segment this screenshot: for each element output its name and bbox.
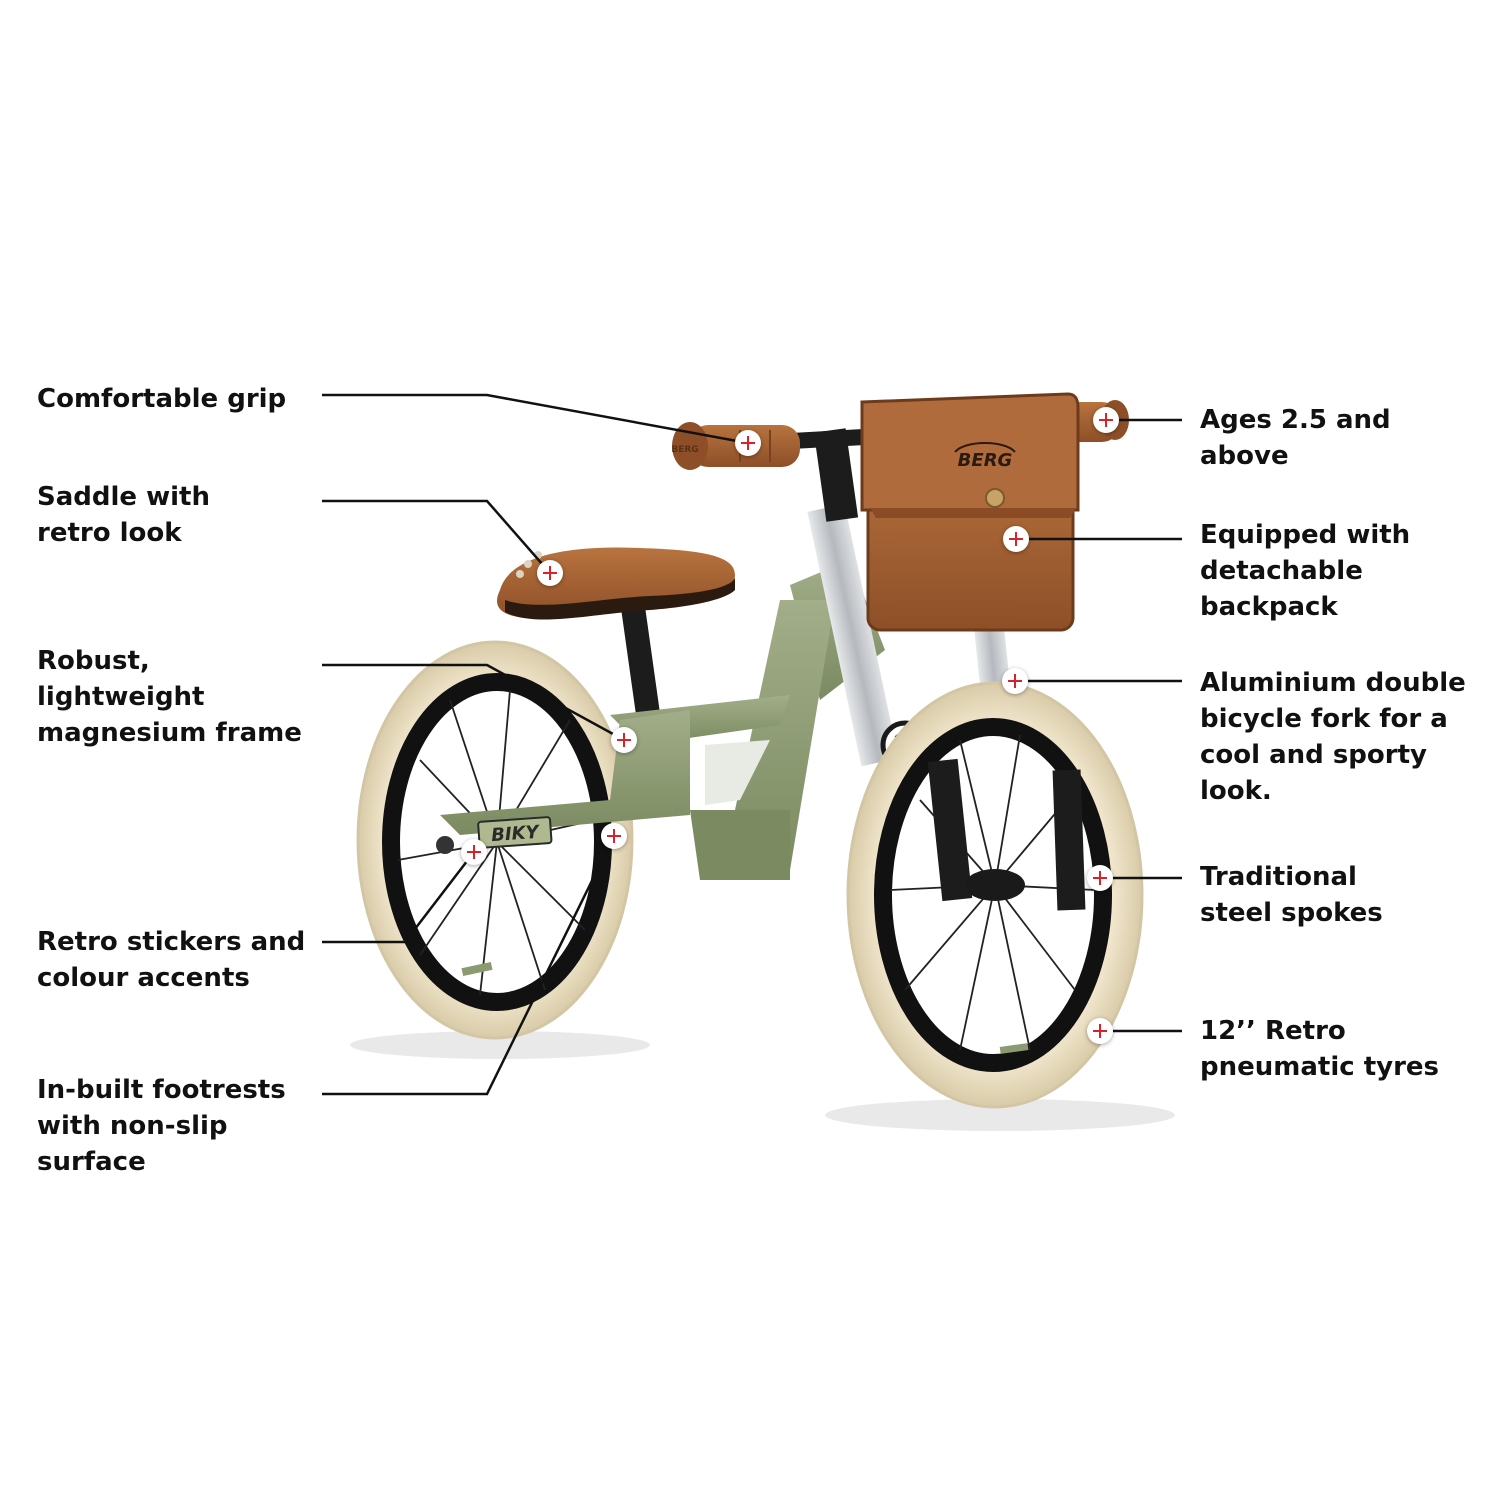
hotspot-grip[interactable] (735, 430, 761, 456)
leader-saddle (322, 499, 551, 574)
hotspot-spokes[interactable] (1087, 865, 1113, 891)
backpack-logo: BERG (954, 442, 1016, 471)
feature-label-backpack: Equipped with detachable backpack (1200, 520, 1411, 622)
leader-lines (322, 393, 1182, 1096)
frame-sticker: BIKY (477, 816, 553, 849)
backpack-button (985, 488, 1005, 508)
leader-footrests (322, 835, 616, 1096)
hotspot-stickers[interactable] (461, 839, 487, 865)
rear-wheel-shadow (350, 1031, 650, 1059)
feature-label-stickers: Retro stickers and colour accents (37, 927, 306, 993)
front-wheel-shadow (825, 1099, 1175, 1131)
leader-stickers (322, 851, 475, 944)
hotspot-backpack[interactable] (1003, 526, 1029, 552)
feature-label-saddle: Saddle with retro look (37, 482, 210, 548)
hotspot-age[interactable] (1093, 407, 1119, 433)
leader-grip (322, 393, 749, 445)
front-wheel (846, 681, 1144, 1109)
frame-sticker-text: BIKY (491, 822, 542, 846)
leader-frame (322, 663, 625, 742)
feature-label-footrests: In-built footrests with non-slip surface (37, 1075, 286, 1177)
seat-post (618, 588, 660, 717)
feature-label-fork: Aluminium double bicycle fork for a cool… (1200, 668, 1466, 806)
front-spokes (889, 734, 1096, 1051)
grip-logo-text: BERG (671, 445, 698, 455)
backpack-logo-text: BERG (958, 450, 1013, 471)
hotspot-fork[interactable] (1002, 668, 1028, 694)
feature-label-age: Ages 2.5 and above (1200, 405, 1391, 471)
feature-label-spokes: Traditional steel spokes (1200, 862, 1383, 928)
feature-label-tyres: 12’’ Retro pneumatic tyres (1200, 1016, 1440, 1082)
feature-label-frame: Robust, lightweight magnesium frame (37, 646, 302, 748)
hotspot-frame[interactable] (611, 727, 637, 753)
feature-label-grip: Comfortable grip (37, 384, 287, 414)
hotspot-saddle[interactable] (537, 560, 563, 586)
backpack: BERG (860, 392, 1080, 632)
hotspot-tyres[interactable] (1087, 1018, 1113, 1044)
saddle (497, 547, 735, 620)
hotspot-footrests[interactable] (601, 823, 627, 849)
